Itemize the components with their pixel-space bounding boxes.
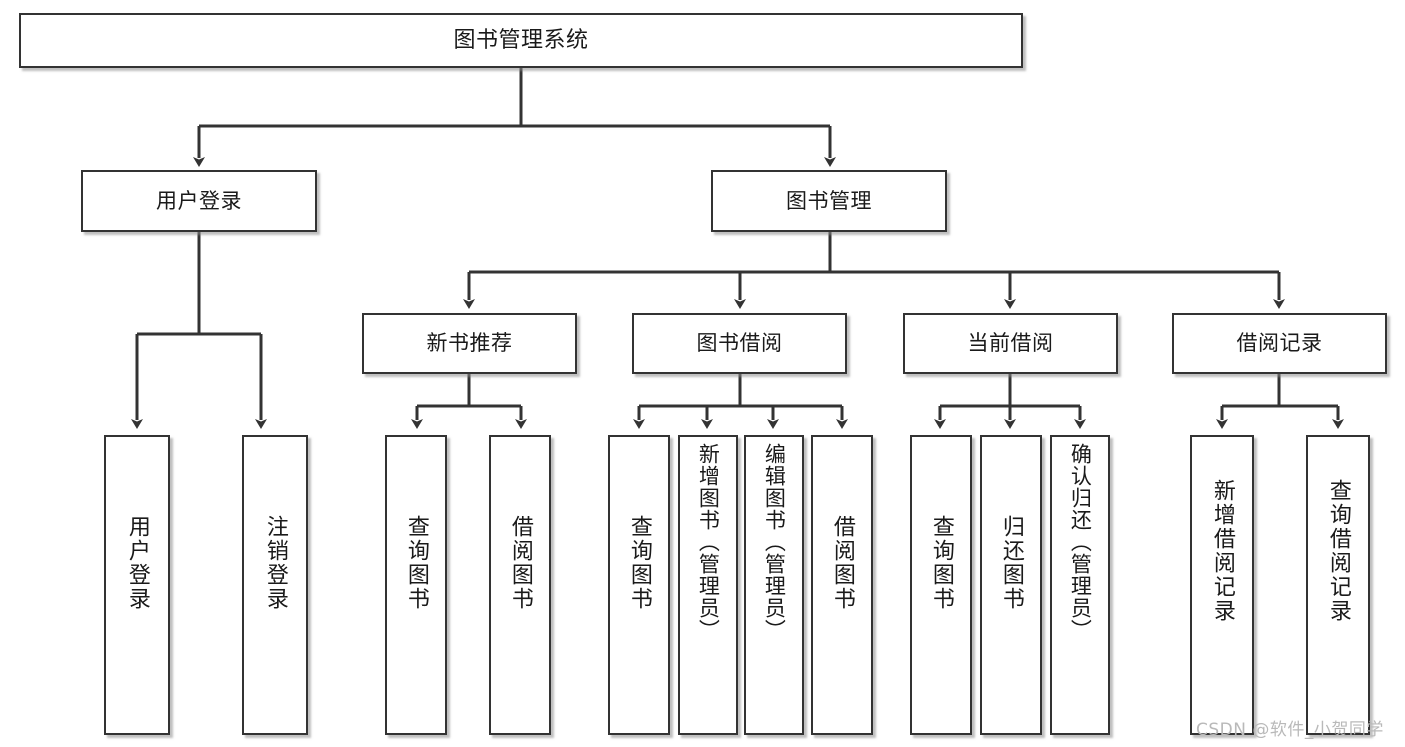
node-borrow-record[interactable]: 借阅记录 [1172,313,1387,374]
leaf-user-login-logout[interactable]: 注销登录 [242,435,308,735]
node-user-login[interactable]: 用户登录 [81,170,317,232]
node-label: 查询图书 [403,515,429,611]
node-new-book-recommend[interactable]: 新书推荐 [362,313,577,374]
node-label: 借阅记录 [1236,331,1323,356]
leaf-current-borrow-query[interactable]: 查询图书 [910,435,972,735]
leaf-current-borrow-confirm[interactable]: 确认归还（管理员） [1050,435,1110,735]
node-label: 归还图书 [998,515,1024,611]
leaf-borrow-record-add[interactable]: 新增借阅记录 [1190,435,1254,735]
node-label: 查询图书 [626,515,652,611]
leaf-new-book-borrow[interactable]: 借阅图书 [489,435,551,735]
leaf-user-login-login[interactable]: 用户登录 [104,435,170,735]
node-label: 编辑图书（管理员） [762,443,787,641]
leaf-borrow-record-query[interactable]: 查询借阅记录 [1306,435,1370,735]
node-book-management[interactable]: 图书管理 [711,170,947,232]
node-label: 查询借阅记录 [1325,479,1351,623]
leaf-book-borrow-add[interactable]: 新增图书（管理员） [678,435,738,735]
node-label: 图书管理系统 [453,27,589,53]
leaf-book-borrow-query[interactable]: 查询图书 [608,435,670,735]
node-label: 查询图书 [928,515,954,611]
node-label: 注销登录 [262,515,288,611]
node-label: 确认归还（管理员） [1068,443,1093,641]
node-label: 新书推荐 [426,331,513,356]
node-label: 当前借阅 [967,331,1054,356]
node-label: 新增图书（管理员） [696,443,721,641]
node-current-borrow[interactable]: 当前借阅 [903,313,1118,374]
leaf-book-borrow-borrow[interactable]: 借阅图书 [811,435,873,735]
node-label: 借阅图书 [829,515,855,611]
node-label: 借阅图书 [507,515,533,611]
node-label: 新增借阅记录 [1209,479,1235,623]
leaf-current-borrow-return[interactable]: 归还图书 [980,435,1042,735]
node-label: 图书借阅 [696,331,783,356]
node-root-system[interactable]: 图书管理系统 [19,13,1023,68]
node-label: 用户登录 [156,188,242,213]
csdn-watermark: CSDN @软件_小贺同学 [1196,720,1384,740]
node-book-borrow[interactable]: 图书借阅 [632,313,847,374]
node-label: 用户登录 [124,515,150,611]
node-label: 图书管理 [786,188,872,213]
leaf-new-book-query[interactable]: 查询图书 [385,435,447,735]
leaf-book-borrow-edit[interactable]: 编辑图书（管理员） [744,435,804,735]
